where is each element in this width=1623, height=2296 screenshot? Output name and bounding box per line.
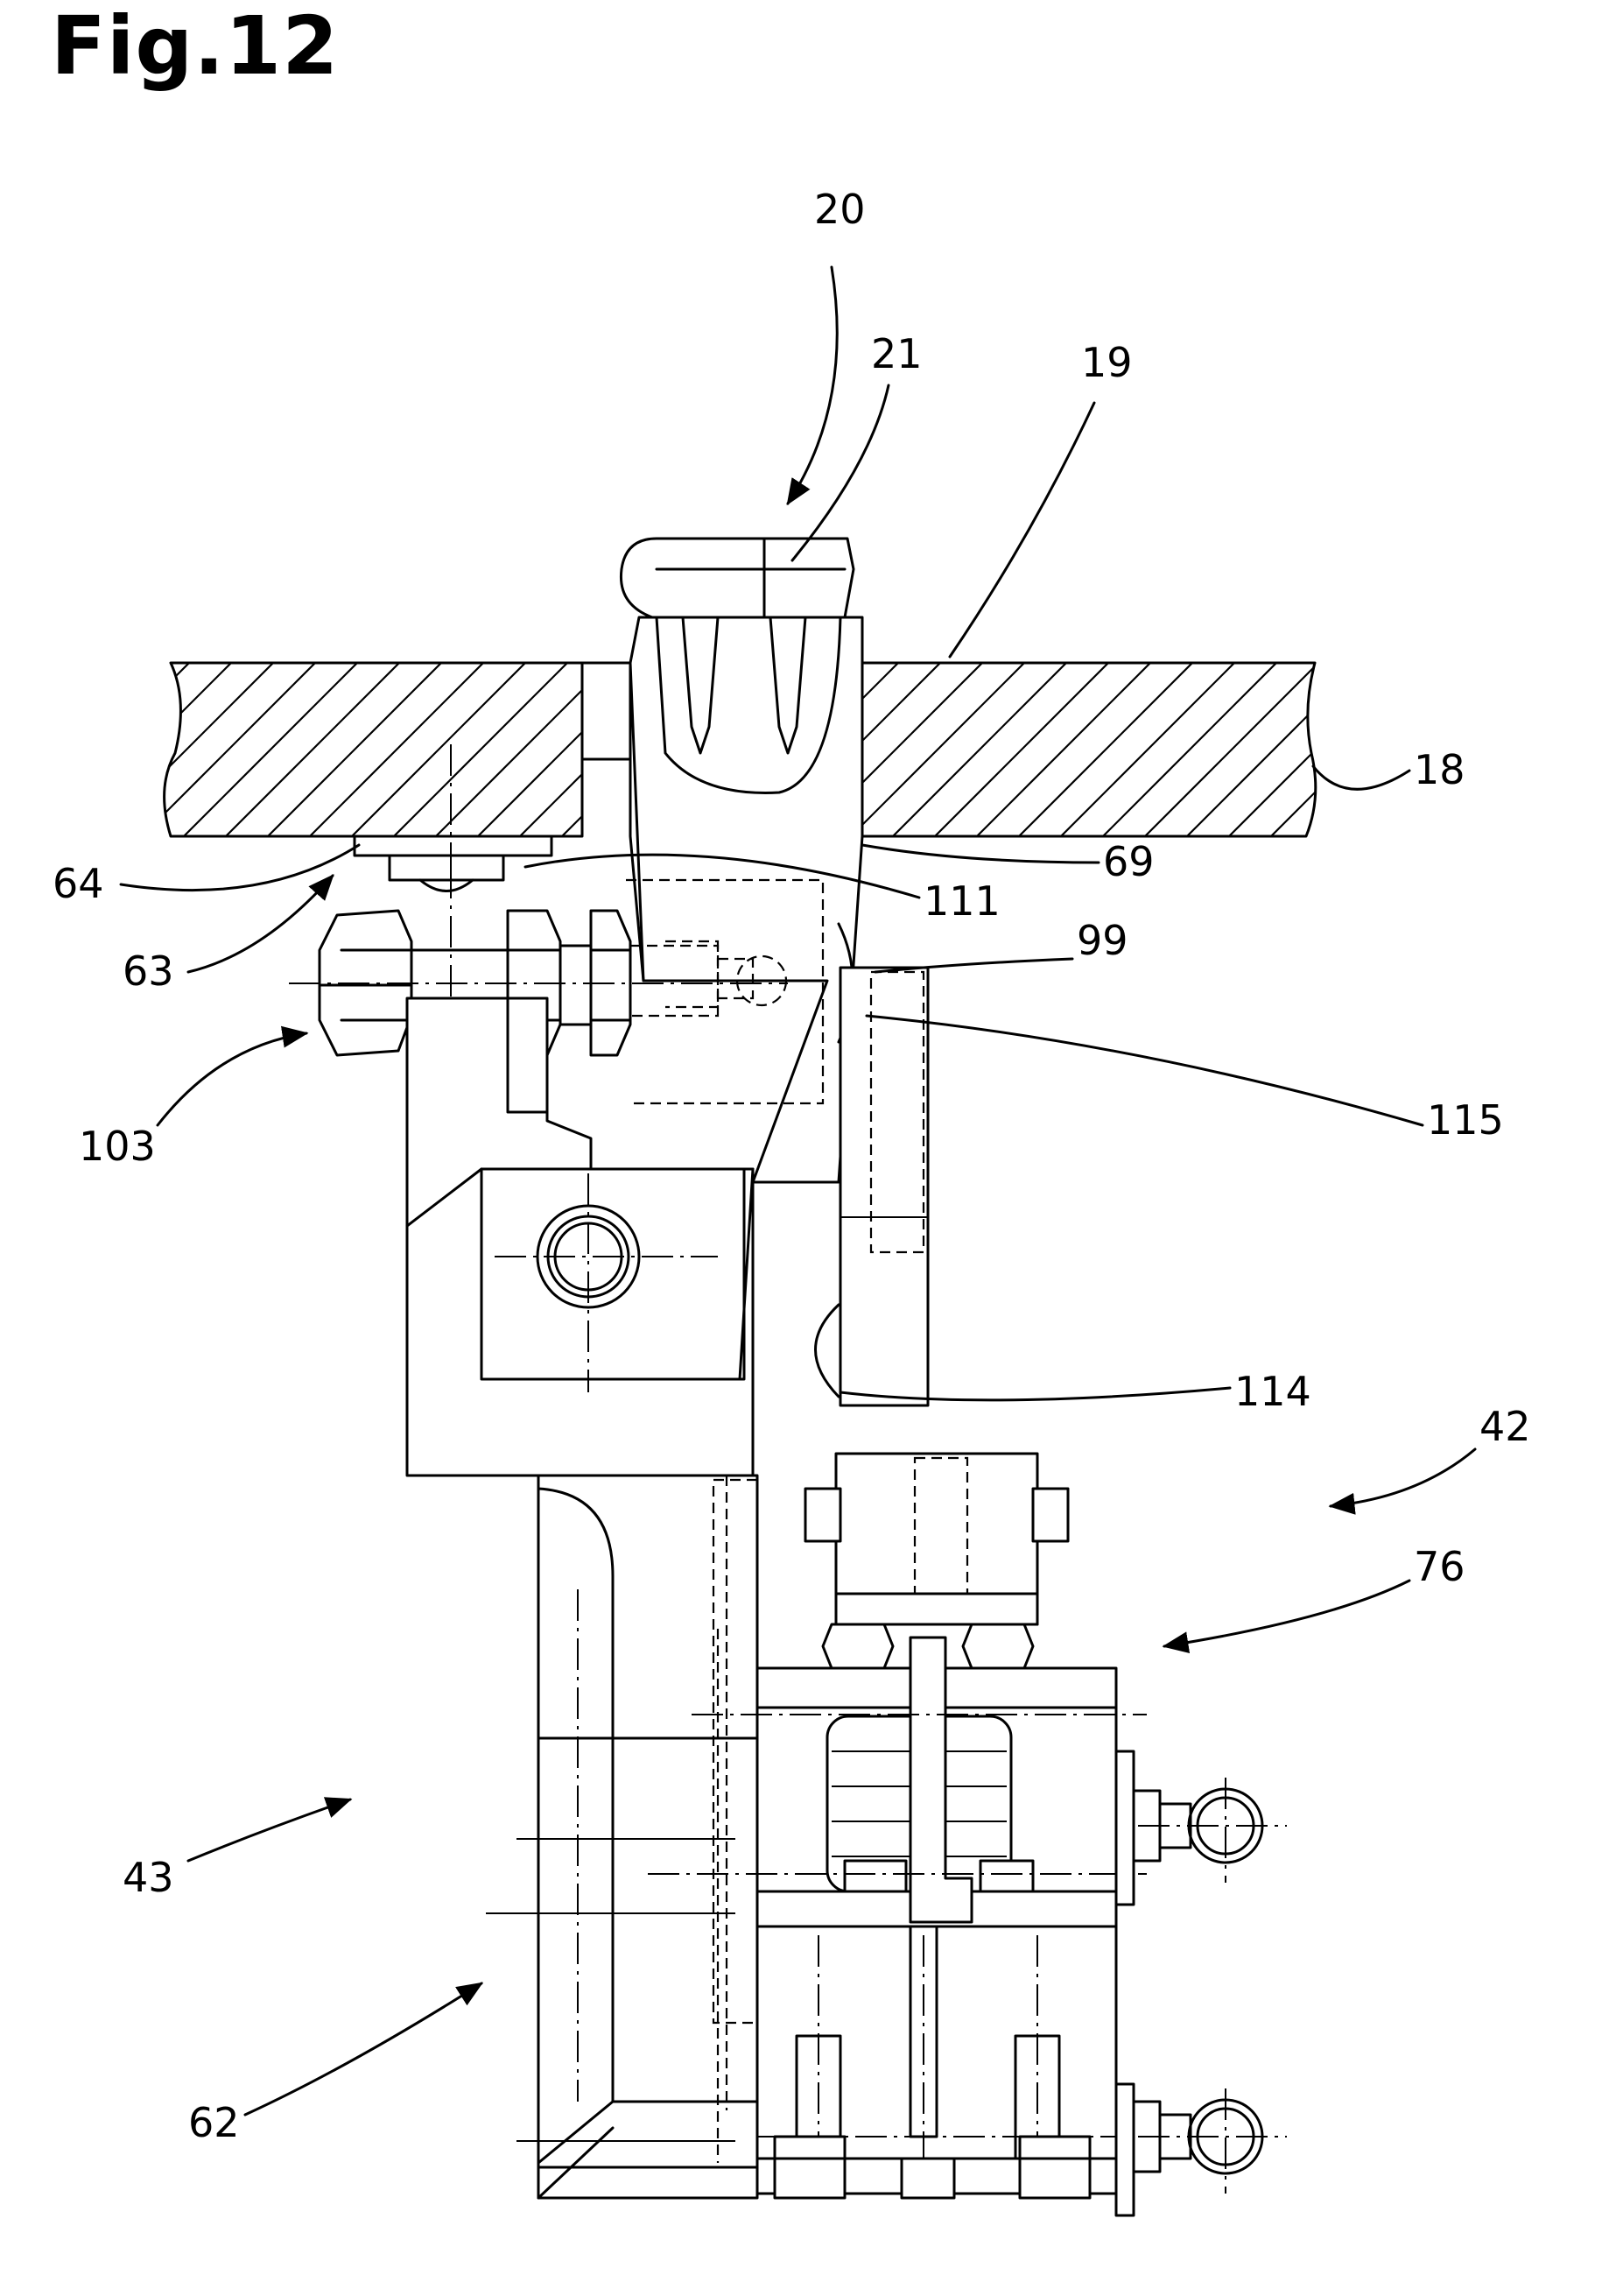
label-111: 111 <box>924 877 1001 925</box>
hatch-line <box>11 661 191 841</box>
label-19: 19 <box>1081 339 1133 386</box>
leader-69 <box>862 845 1099 863</box>
label-42: 42 <box>1479 1403 1531 1450</box>
label-43: 43 <box>123 1854 174 1901</box>
leader-103 <box>158 1033 306 1125</box>
label-69: 69 <box>1103 838 1155 885</box>
leader-62 <box>245 1983 481 2115</box>
hatch-line <box>0 661 149 841</box>
label-20: 20 <box>814 186 866 233</box>
leader-115 <box>867 1016 1423 1125</box>
label-21: 21 <box>871 330 923 377</box>
label-99: 99 <box>1077 917 1128 964</box>
leader-18 <box>1313 766 1409 789</box>
label-63: 63 <box>123 947 174 995</box>
leader-99 <box>875 959 1072 972</box>
label-103: 103 <box>79 1123 156 1170</box>
leader-19 <box>950 403 1094 657</box>
label-114: 114 <box>1234 1368 1311 1415</box>
lower-arm-43 <box>486 1475 757 2198</box>
label-62: 62 <box>188 2099 240 2146</box>
label-76: 76 <box>1414 1543 1465 1590</box>
housing-block <box>407 998 753 1475</box>
label-64: 64 <box>53 860 104 907</box>
leader-64 <box>121 845 359 891</box>
leader-43 <box>188 1799 350 1861</box>
leader-20 <box>788 267 837 504</box>
leader-76 <box>1164 1581 1409 1646</box>
leader-42 <box>1331 1449 1475 1506</box>
hatch-line <box>1477 661 1623 841</box>
label-18: 18 <box>1414 746 1465 793</box>
label-115: 115 <box>1427 1096 1504 1144</box>
